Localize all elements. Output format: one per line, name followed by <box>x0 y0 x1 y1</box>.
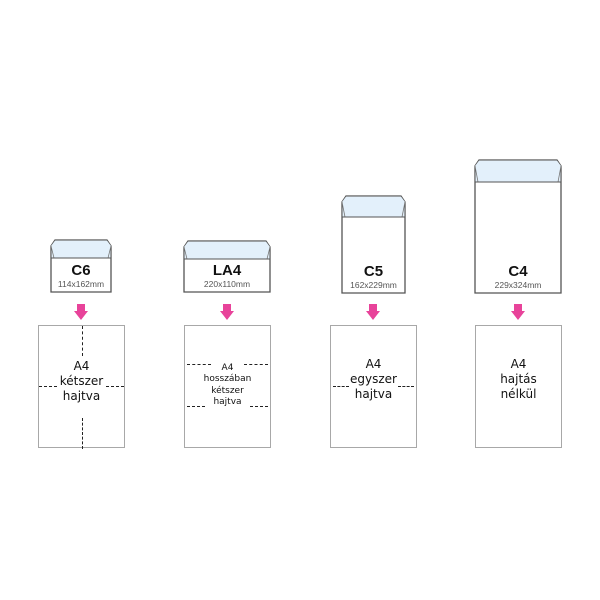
fold-line <box>187 406 205 407</box>
fold-line <box>398 386 414 387</box>
envelope-code: C4 <box>508 263 528 280</box>
envelope-size: 229x324mm <box>494 280 542 290</box>
envelope-c6-shape <box>50 239 112 293</box>
fold-line <box>187 364 211 365</box>
envelope-c5: C5 162x229mm <box>341 195 406 294</box>
envelope-size: 114x162mm <box>57 279 105 289</box>
envelope-size: 220x110mm <box>203 279 251 289</box>
fold-line <box>82 418 83 449</box>
down-arrow-icon <box>366 304 380 320</box>
fold-line <box>333 386 349 387</box>
down-arrow-icon <box>74 304 88 320</box>
envelope-c6: C6 114x162mm <box>50 239 112 293</box>
down-arrow-icon <box>220 304 234 320</box>
envelope-c4: C4 229x324mm <box>474 159 562 294</box>
fold-line <box>106 386 124 387</box>
down-arrow-icon <box>511 304 525 320</box>
envelope-code: C6 <box>71 262 91 279</box>
envelope-la4-shape <box>183 240 271 293</box>
envelope-la4: LA4 220x110mm <box>183 240 271 293</box>
fold-line <box>82 326 83 356</box>
fold-line <box>39 386 57 387</box>
envelope-size: 162x229mm <box>350 280 397 290</box>
envelope-code: LA4 <box>212 262 242 279</box>
envelope-code: C5 <box>363 263 384 280</box>
fold-line <box>250 406 268 407</box>
envelope-c5-shape <box>341 195 406 294</box>
fold-line <box>244 364 268 365</box>
envelope-c4-shape <box>474 159 562 294</box>
